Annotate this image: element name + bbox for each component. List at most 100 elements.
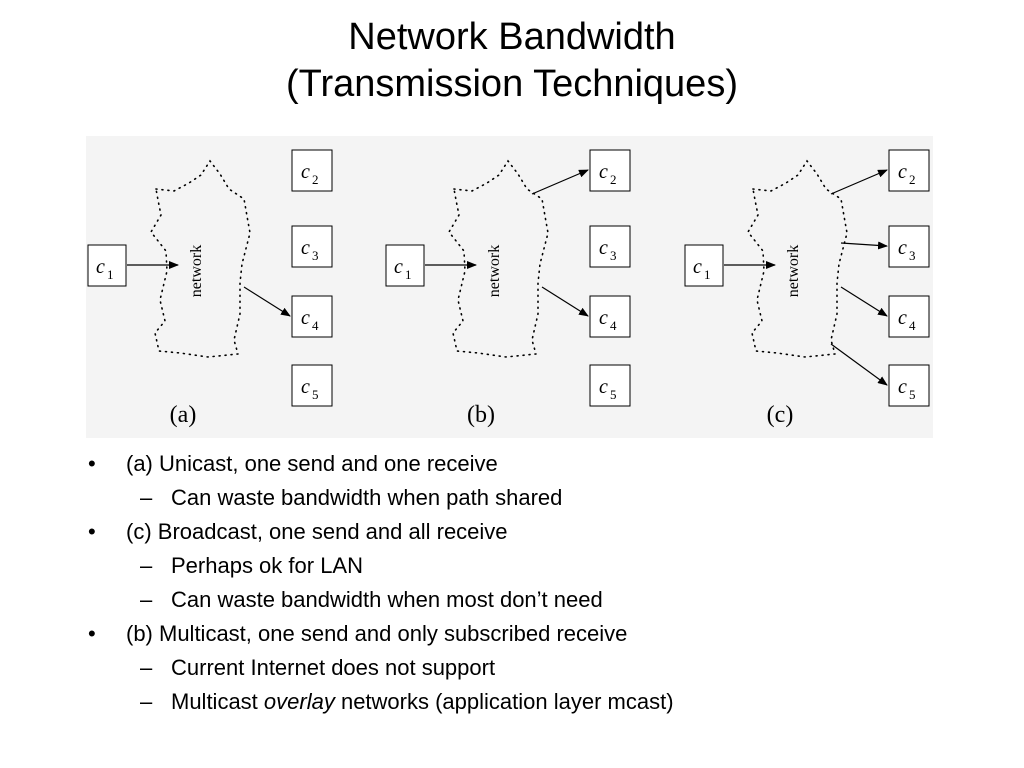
network-cloud [747, 159, 848, 358]
text-run: Current Internet does not support [171, 655, 496, 680]
receiver-node [291, 295, 333, 338]
bullet-marker: • [88, 519, 96, 544]
receive-arrow [840, 286, 888, 317]
text-run: Perhaps ok for LAN [171, 553, 363, 578]
receiver-label: c [301, 376, 310, 398]
sub-bullet-item: –Can waste bandwidth when most don’t nee… [86, 583, 986, 617]
dash-marker: – [140, 485, 153, 510]
receiver-subscript: 5 [909, 387, 916, 402]
receiver-label: c [301, 307, 310, 329]
panel-caption: (a) [170, 402, 197, 428]
sub-bullet-text: Perhaps ok for LAN [171, 549, 363, 583]
receiver-label: c [599, 161, 608, 183]
bullet-text: (b) Multicast, one send and only subscri… [126, 621, 628, 646]
sender-node [87, 244, 127, 287]
receiver-node [589, 149, 631, 192]
receiver-node [888, 364, 930, 407]
sub-bullet-text: Can waste bandwidth when path shared [171, 481, 562, 515]
receiver-node [291, 149, 333, 192]
italic-text: overlay [263, 689, 335, 714]
network-label: network [486, 245, 503, 297]
receive-arrow [830, 169, 888, 195]
sender-label: c [394, 256, 403, 278]
sender-subscript: 1 [405, 267, 412, 282]
dash-marker: – [140, 587, 153, 612]
bullet-marker: • [88, 451, 96, 476]
receiver-subscript: 4 [312, 318, 319, 333]
dash-marker: – [140, 553, 153, 578]
receiver-node [888, 225, 930, 268]
bullet-item: • (b) Multicast, one send and only subscr… [86, 617, 986, 651]
dash-marker: – [140, 689, 153, 714]
receiver-label: c [898, 237, 907, 259]
receiver-label: c [898, 376, 907, 398]
receive-arrow [531, 169, 589, 195]
title-line-2: (Transmission Techniques) [286, 63, 738, 105]
receiver-subscript: 4 [909, 318, 916, 333]
receiver-label: c [599, 307, 608, 329]
network-label: network [188, 245, 205, 297]
receive-arrow [840, 241, 888, 250]
receiver-node [291, 225, 333, 268]
text-run: networks (application layer mcast) [334, 689, 674, 714]
sub-bullet-item: –Can waste bandwidth when path shared [86, 481, 986, 515]
receiver-node [888, 295, 930, 338]
panel-caption: (c) [767, 402, 794, 428]
sub-bullet-text: Multicast overlay networks (application … [171, 685, 674, 719]
sender-node [684, 244, 724, 287]
receiver-subscript: 3 [909, 248, 916, 263]
receiver-subscript: 2 [610, 172, 617, 187]
panel-caption: (b) [467, 402, 495, 428]
bullet-item: • (c) Broadcast, one send and all receive [86, 515, 986, 549]
receiver-label: c [599, 237, 608, 259]
sub-bullet-item: –Multicast overlay networks (application… [86, 685, 986, 719]
receiver-node [291, 364, 333, 407]
sender-label: c [693, 256, 702, 278]
receiver-subscript: 5 [610, 387, 617, 402]
sender-subscript: 1 [704, 267, 711, 282]
slide-title: Network Bandwidth (Transmission Techniqu… [0, 14, 1024, 108]
receiver-label: c [301, 161, 310, 183]
network-cloud [150, 159, 251, 358]
receiver-node [888, 149, 930, 192]
dash-marker: – [140, 655, 153, 680]
receive-arrow [243, 286, 291, 317]
sub-bullet-text: Current Internet does not support [171, 651, 495, 685]
receiver-label: c [599, 376, 608, 398]
receiver-subscript: 4 [610, 318, 617, 333]
bullet-item: • (a) Unicast, one send and one receive [86, 447, 986, 481]
network-cloud [448, 159, 549, 358]
receiver-label: c [898, 307, 907, 329]
bullet-text: (a) Unicast, one send and one receive [126, 451, 498, 476]
receiver-label: c [898, 161, 907, 183]
sender-node [385, 244, 425, 287]
receiver-subscript: 2 [909, 172, 916, 187]
text-run: Multicast [171, 689, 264, 714]
sender-subscript: 1 [107, 267, 114, 282]
sub-bullet-item: –Perhaps ok for LAN [86, 549, 986, 583]
bullet-text: (c) Broadcast, one send and all receive [126, 519, 508, 544]
receiver-subscript: 3 [610, 248, 617, 263]
receive-arrow [541, 286, 589, 317]
receiver-node [589, 225, 631, 268]
network-label: network [785, 245, 802, 297]
title-line-1: Network Bandwidth [348, 16, 676, 58]
bullet-marker: • [88, 621, 96, 646]
text-run: Can waste bandwidth when most don’t need [171, 587, 603, 612]
receiver-subscript: 3 [312, 248, 319, 263]
text-run: Can waste bandwidth when path shared [171, 485, 563, 510]
sub-bullet-item: –Current Internet does not support [86, 651, 986, 685]
sender-label: c [96, 256, 105, 278]
receive-arrow [830, 343, 888, 386]
receiver-subscript: 2 [312, 172, 319, 187]
sub-bullet-text: Can waste bandwidth when most don’t need [171, 583, 603, 617]
receiver-label: c [301, 237, 310, 259]
receiver-node [589, 295, 631, 338]
receiver-subscript: 5 [312, 387, 319, 402]
receiver-node [589, 364, 631, 407]
